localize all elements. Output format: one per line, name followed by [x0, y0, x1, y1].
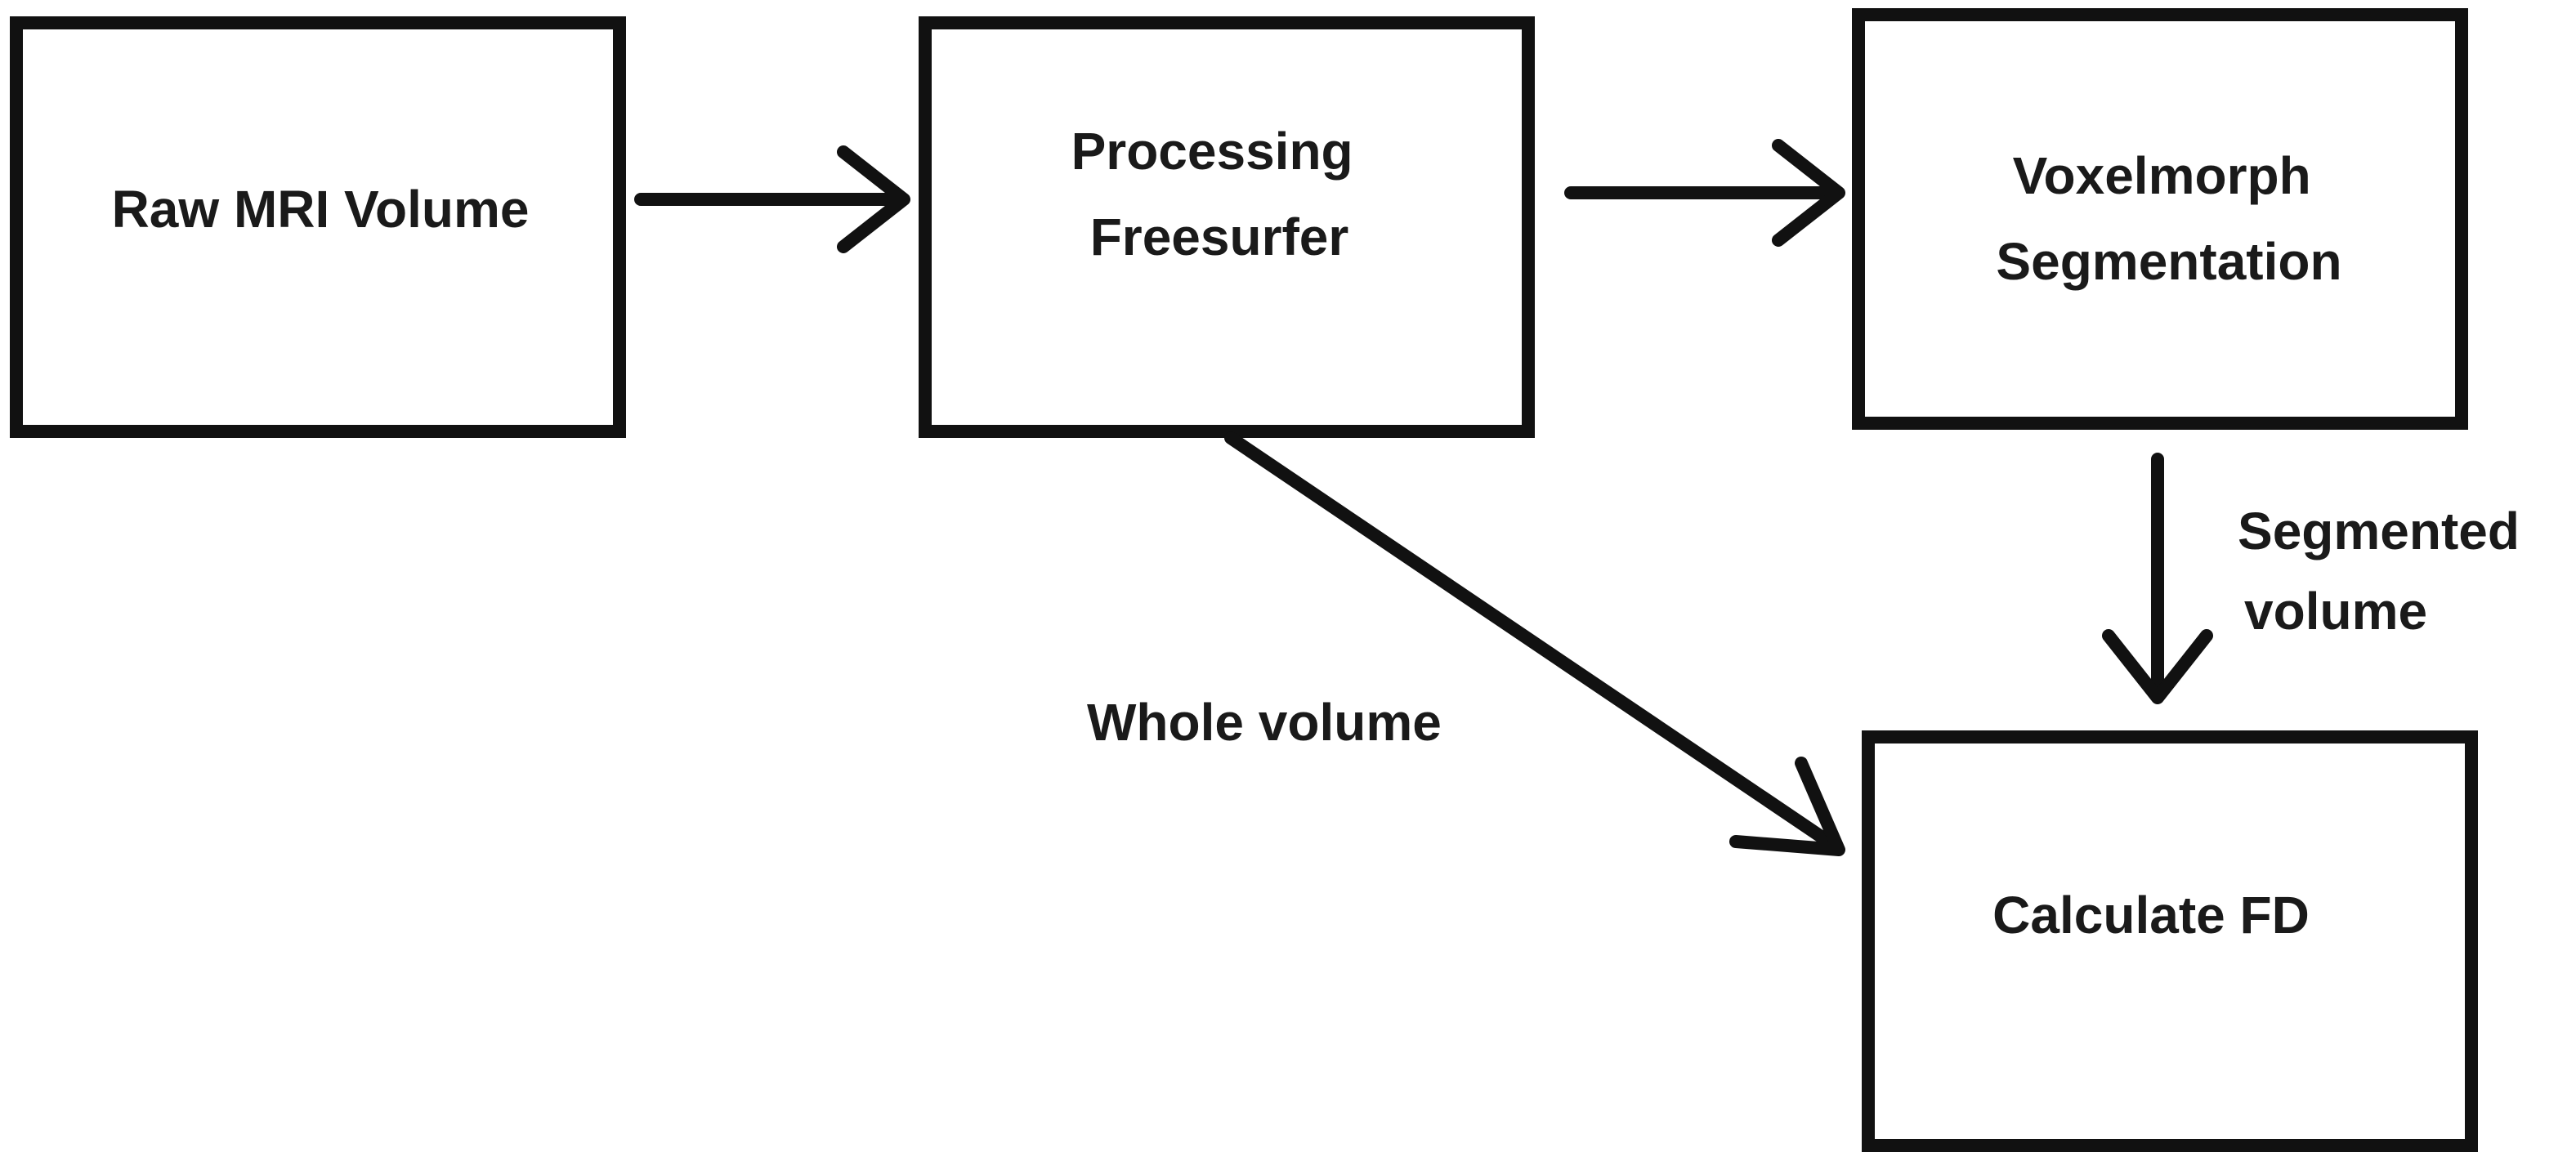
calculate-fd-box: [1862, 730, 2478, 1152]
arrow-processing-to-fd: [1224, 431, 1845, 856]
raw-mri-volume-box: [10, 16, 626, 438]
calculate-fd-label: Calculate FD: [1992, 886, 2310, 944]
voxelmorph-segmentation-label: Voxelmorph Segmentation: [1996, 146, 2341, 291]
whole-volume-label: Whole volume: [1087, 693, 1442, 752]
arrow-raw-to-processing: [634, 145, 910, 253]
processing-freesurfer-box: [919, 16, 1535, 438]
raw-mri-volume-label: Raw MRI Volume: [112, 180, 530, 239]
arrow-processing-to-voxelmorph: [1564, 139, 1845, 247]
segmented-volume-label: Segmented volume: [2238, 502, 2534, 641]
processing-freesurfer-label: Processing Freesurfer: [1071, 122, 1368, 266]
arrow-voxelmorph-to-fd: [2102, 453, 2213, 704]
voxelmorph-segmentation-box: [1852, 8, 2468, 430]
